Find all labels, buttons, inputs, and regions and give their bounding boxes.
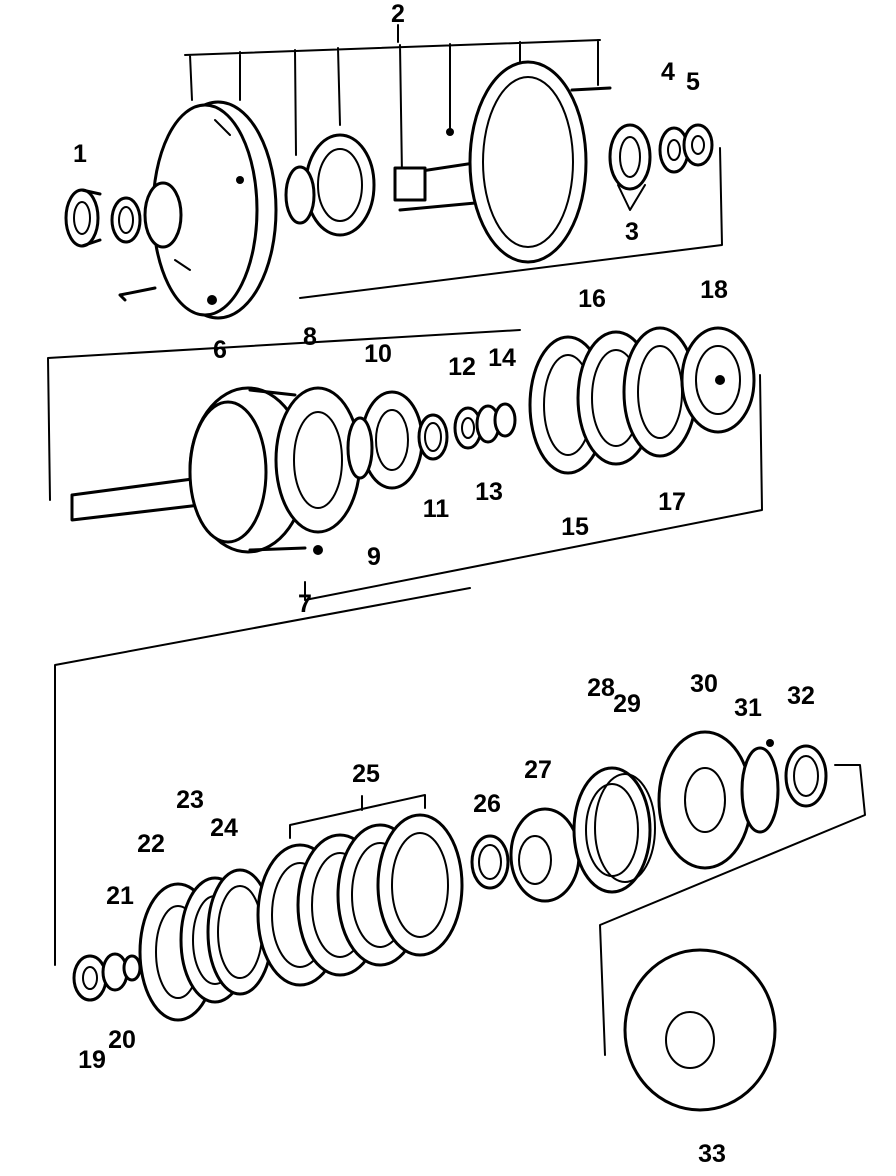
callout-27: 27 <box>524 756 552 784</box>
group-border-bottom <box>54 587 866 1056</box>
callout-6: 6 <box>213 336 227 364</box>
callout-18: 18 <box>700 276 728 304</box>
callout-19: 19 <box>78 1046 106 1074</box>
part-19-washer <box>72 954 108 1002</box>
part-4-washer <box>658 126 690 174</box>
part-28-plate <box>572 766 652 894</box>
callout-20: 20 <box>108 1026 136 1054</box>
part-30-piston <box>657 730 753 870</box>
callout-11: 11 <box>423 495 450 523</box>
callout-30: 30 <box>690 670 718 698</box>
callout-24: 24 <box>210 814 238 842</box>
callout-2: 2 <box>391 0 405 28</box>
callout-23: 23 <box>176 786 204 814</box>
part-6-input-drum <box>70 386 308 554</box>
part-1-seal <box>64 188 142 248</box>
part-11-snap-ring <box>417 413 449 461</box>
callout-12: 12 <box>448 353 476 381</box>
part-26-snap-ring <box>470 834 510 890</box>
part-21-ring <box>122 954 142 982</box>
callout-14: 14 <box>488 344 516 372</box>
group-middle-row: 6 7 8 9 10 11 12 13 14 15 16 17 18 <box>47 276 763 618</box>
part-33-drum <box>623 948 777 1112</box>
part-5-washer <box>682 123 714 167</box>
callout-1: 1 <box>73 140 87 168</box>
callout-29: 29 <box>613 690 641 718</box>
callout-7: 7 <box>298 590 312 618</box>
callout-31: 31 <box>734 694 762 722</box>
callout-10: 10 <box>364 340 392 368</box>
callout-21: 21 <box>106 882 134 910</box>
group-border-middle <box>47 329 763 601</box>
callout-3: 3 <box>625 218 639 246</box>
part-24-plate <box>206 868 274 996</box>
callout-8: 8 <box>303 323 317 351</box>
callout-13: 13 <box>475 478 503 506</box>
callout-22: 22 <box>137 830 165 858</box>
callout-4: 4 <box>661 58 675 86</box>
group-border-top <box>299 147 723 299</box>
part-25-clutch-pack <box>256 813 464 987</box>
callout-15: 15 <box>561 513 589 541</box>
callout-17: 17 <box>658 488 686 516</box>
callout-9: 9 <box>367 543 381 571</box>
callout-28: 28 <box>587 674 615 702</box>
part-18-clutch-housing <box>680 326 756 434</box>
callout-16: 16 <box>578 285 606 313</box>
part-31-seal <box>740 739 780 834</box>
group-bottom-row: 19 20 21 22 23 24 25 26 27 28 29 30 31 3… <box>54 587 866 1168</box>
part-29-seal <box>594 773 656 883</box>
bracket-25 <box>289 794 426 839</box>
part-27-hub <box>509 807 581 903</box>
part-32-snap-ring <box>784 744 828 808</box>
callout-32: 32 <box>787 682 815 710</box>
part-2-pump-housing <box>118 100 564 320</box>
callout-33: 33 <box>698 1140 726 1168</box>
callout-5: 5 <box>686 68 700 96</box>
group-top-row: 1 2 3 4 5 <box>64 0 723 320</box>
part-14-race <box>493 402 517 438</box>
callout-26: 26 <box>473 790 501 818</box>
bracket-2 <box>184 24 601 176</box>
callout-25: 25 <box>352 760 380 788</box>
part-3-seal-rings <box>608 123 652 211</box>
part-10-bearing <box>346 390 424 490</box>
part-2-pump-cover <box>446 60 612 264</box>
